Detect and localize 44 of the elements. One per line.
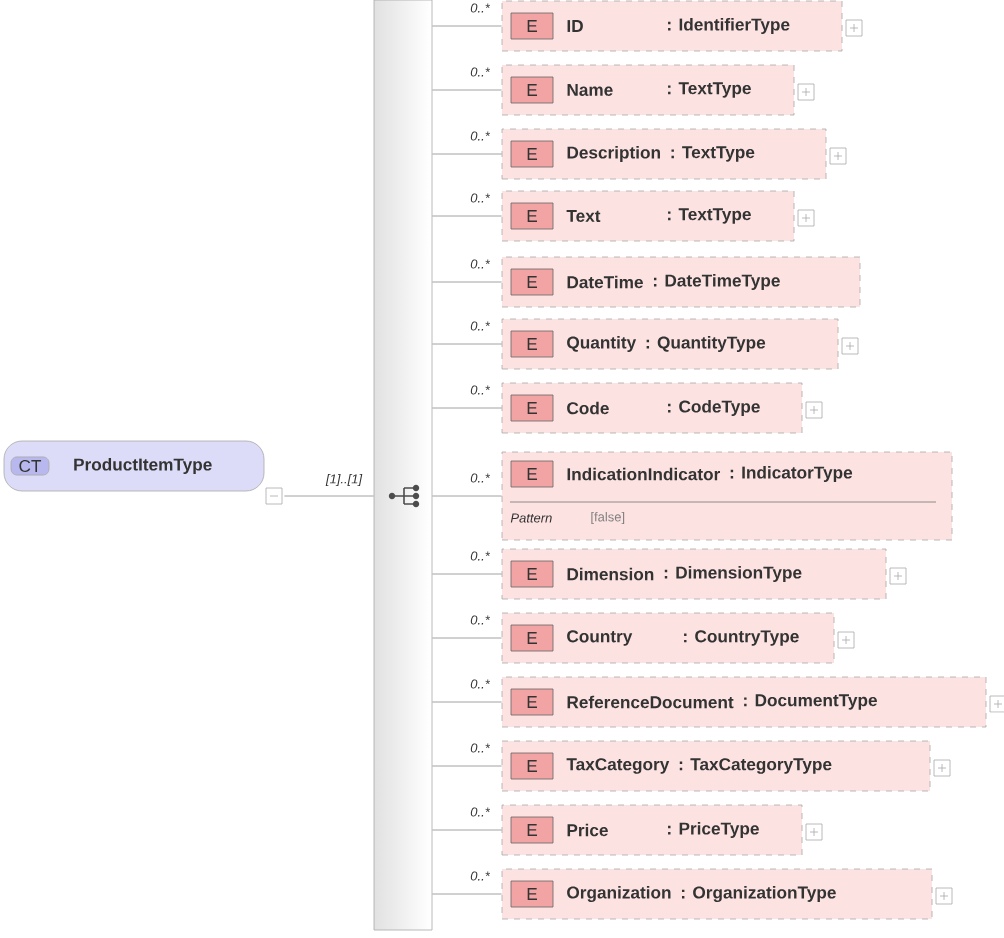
element-box: E Organization : OrganizationType — [501, 868, 933, 920]
complex-type-box: CT ProductItemType — [3, 440, 265, 492]
connector — [432, 215, 502, 217]
element-badge: E — [510, 688, 554, 716]
element-badge: E — [510, 816, 554, 844]
sequence-bar — [373, 0, 433, 931]
connector — [432, 893, 502, 895]
connector — [432, 281, 502, 283]
connector — [432, 407, 502, 409]
element-box: E TaxCategory : TaxCategoryType — [501, 740, 931, 792]
connector — [432, 573, 502, 575]
element-box: E Code : CodeType — [501, 382, 803, 434]
connector — [432, 829, 502, 831]
element-box: E Quantity : QuantityType — [501, 318, 839, 370]
connector — [432, 343, 502, 345]
element-box: E Name : TextType — [501, 64, 795, 116]
element-box: E ID : IdentifierType — [501, 0, 843, 52]
element-badge: E — [510, 76, 554, 104]
connector — [432, 637, 502, 639]
element-badge: E — [510, 394, 554, 422]
element-box: E Country : CountryType — [501, 612, 835, 664]
connector — [432, 701, 502, 703]
connector — [432, 89, 502, 91]
element-badge: E — [510, 560, 554, 588]
connector — [432, 495, 502, 497]
element-badge: E — [510, 460, 554, 488]
element-box: E DateTime : DateTimeType — [501, 256, 861, 308]
element-box: E Dimension : DimensionType — [501, 548, 887, 600]
element-box: E Description : TextType — [501, 128, 827, 180]
element-badge: E — [510, 330, 554, 358]
element-badge: E — [510, 202, 554, 230]
element-badge: E — [510, 268, 554, 296]
connector — [432, 765, 502, 767]
element-badge: E — [510, 624, 554, 652]
connector — [432, 25, 502, 27]
element-badge: E — [510, 880, 554, 908]
element-badge: E — [510, 752, 554, 780]
element-badge: E — [510, 12, 554, 40]
element-box: E Text : TextType — [501, 190, 795, 242]
element-box: E ReferenceDocument : DocumentType — [501, 676, 987, 728]
connector — [432, 153, 502, 155]
element-badge: E — [510, 140, 554, 168]
connector — [284, 495, 374, 497]
element-box: E Price : PriceType — [501, 804, 803, 856]
